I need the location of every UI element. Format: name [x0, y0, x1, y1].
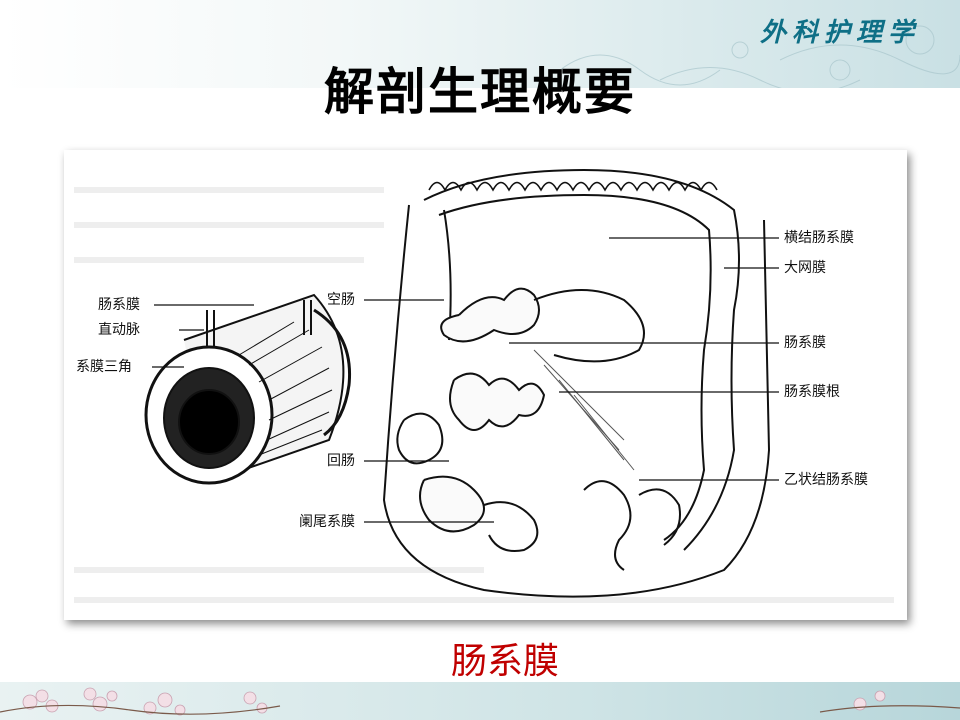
label-straight-artery: 直动脉: [98, 322, 140, 338]
blossom-decoration: [0, 687, 960, 716]
label-mesoappendix: 阑尾系膜: [299, 514, 355, 530]
mesentery-illustration: [74, 168, 894, 603]
label-ileum: 回肠: [327, 453, 355, 469]
label-mesenteric-triangle: 系膜三角: [76, 359, 132, 375]
label-jejunum: 空肠: [327, 292, 355, 308]
label-transverse-mesocolon: 横结肠系膜: [784, 230, 854, 246]
label-sigmoid-mesocolon: 乙状结肠系膜: [784, 472, 868, 488]
anatomy-figure: 肠系膜 直动脉 系膜三角 空肠 回肠 阑尾系膜 横结肠系膜 大网膜 肠系膜 肠系…: [64, 150, 907, 620]
label-greater-omentum: 大网膜: [784, 260, 826, 276]
course-brand: 外科护理学: [759, 18, 920, 48]
abdominal-cavity-diagram: [382, 168, 771, 598]
label-mesentery-left: 肠系膜: [98, 297, 140, 313]
header-band: 外科护理学: [0, 0, 960, 88]
footer-band: [0, 682, 960, 720]
figure-caption: 肠系膜: [450, 641, 559, 682]
label-mesentery-root: 肠系膜根: [784, 384, 840, 400]
label-mesentery-right: 肠系膜: [784, 335, 826, 351]
leader-lines: [152, 237, 779, 523]
decorative-pattern: [559, 25, 960, 88]
page-title: 解剖生理概要: [324, 63, 636, 121]
intestine-tube-diagram: [144, 293, 352, 485]
